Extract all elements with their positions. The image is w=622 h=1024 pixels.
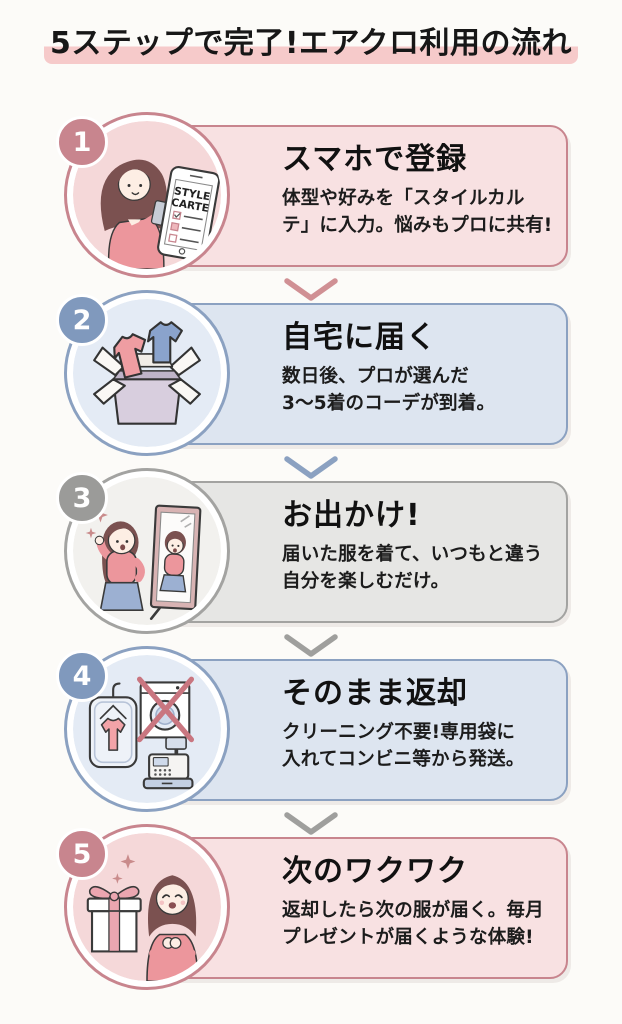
step-3-title: お出かけ!	[282, 498, 421, 533]
step-4-illustration-circle	[64, 646, 230, 812]
sparkle-icon	[112, 873, 123, 884]
step-3-number-badge: 3	[56, 472, 108, 524]
step-1-row: スマホで登録 体型や好みを「スタイルカル テ」に入力。悩みもプロに共有!	[0, 112, 622, 301]
no-washing-machine-icon	[136, 676, 195, 743]
step-1-title: スマホで登録	[282, 142, 468, 177]
step-5-number-badge: 5	[56, 828, 108, 880]
step-4-number-badge: 4	[56, 650, 108, 702]
gift-box-happy-woman-illustration	[73, 833, 221, 981]
pink-tshirt-icon	[113, 333, 147, 379]
step-3-illustration-circle	[64, 468, 230, 634]
gift-box-icon	[86, 885, 142, 953]
mirror-icon	[149, 504, 202, 611]
return-items-illustration	[73, 655, 221, 803]
step-5-illustration-circle	[64, 824, 230, 990]
step-4-row: そのまま返却 クリーニング不要!専用袋に 入れてコンビニ等から発送。	[0, 646, 622, 835]
blue-tshirt-icon	[147, 321, 183, 364]
page-header: 5ステップで完了!エアクロ利用の流れ	[0, 0, 622, 64]
woman-looking-in-mirror-illustration	[73, 477, 221, 625]
style-carte-tablet-icon: STYLE CARTE	[157, 166, 221, 262]
step-5-description: 返却したら次の服が届く。毎月 プレゼントが届くような体験!	[282, 899, 544, 949]
step-2-number-badge: 2	[56, 294, 108, 346]
chevron-down-icon	[283, 455, 339, 485]
step-4-title: そのまま返却	[282, 676, 468, 711]
chevron-down-icon	[283, 633, 339, 663]
open-box-with-clothes-illustration	[73, 299, 221, 447]
step-1-description: 体型や好みを「スタイルカル テ」に入力。悩みもプロに共有!	[282, 187, 553, 237]
step-1-illustration-circle: STYLE CARTE	[64, 112, 230, 278]
step-2-description: 数日後、プロが選んだ 3〜5着のコーデが到着。	[282, 365, 496, 415]
step-5-title: 次のワクワク	[282, 854, 468, 889]
page-title: 5ステップで完了!エアクロ利用の流れ	[43, 18, 579, 64]
sparkle-icon	[85, 527, 97, 539]
step-2-title: 自宅に届く	[282, 320, 437, 355]
chevron-down-icon	[283, 277, 339, 307]
sparkle-icon	[120, 854, 136, 869]
step-2-row: 自宅に届く 数日後、プロが選んだ 3〜5着のコーデが到着。 2	[0, 290, 622, 479]
garment-bag-icon	[88, 682, 138, 769]
step-5-row: 次のワクワク 返却したら次の服が届く。毎月 プレゼントが届くような体験!	[0, 824, 622, 994]
step-4-description: クリーニング不要!専用袋に 入れてコンビニ等から発送。	[282, 721, 525, 771]
step-3-row: お出かけ! 届いた服を着て、いつもと違う 自分を楽しむだけ。	[0, 468, 622, 657]
woman-with-tablet-illustration: STYLE CARTE	[73, 121, 221, 269]
step-1-number-badge: 1	[56, 116, 108, 168]
chevron-down-icon	[283, 811, 339, 841]
steps-list: スマホで登録 体型や好みを「スタイルカル テ」に入力。悩みもプロに共有!	[0, 112, 622, 994]
step-3-description: 届いた服を着て、いつもと違う 自分を楽しむだけ。	[282, 543, 543, 593]
cash-register-icon	[142, 736, 194, 790]
